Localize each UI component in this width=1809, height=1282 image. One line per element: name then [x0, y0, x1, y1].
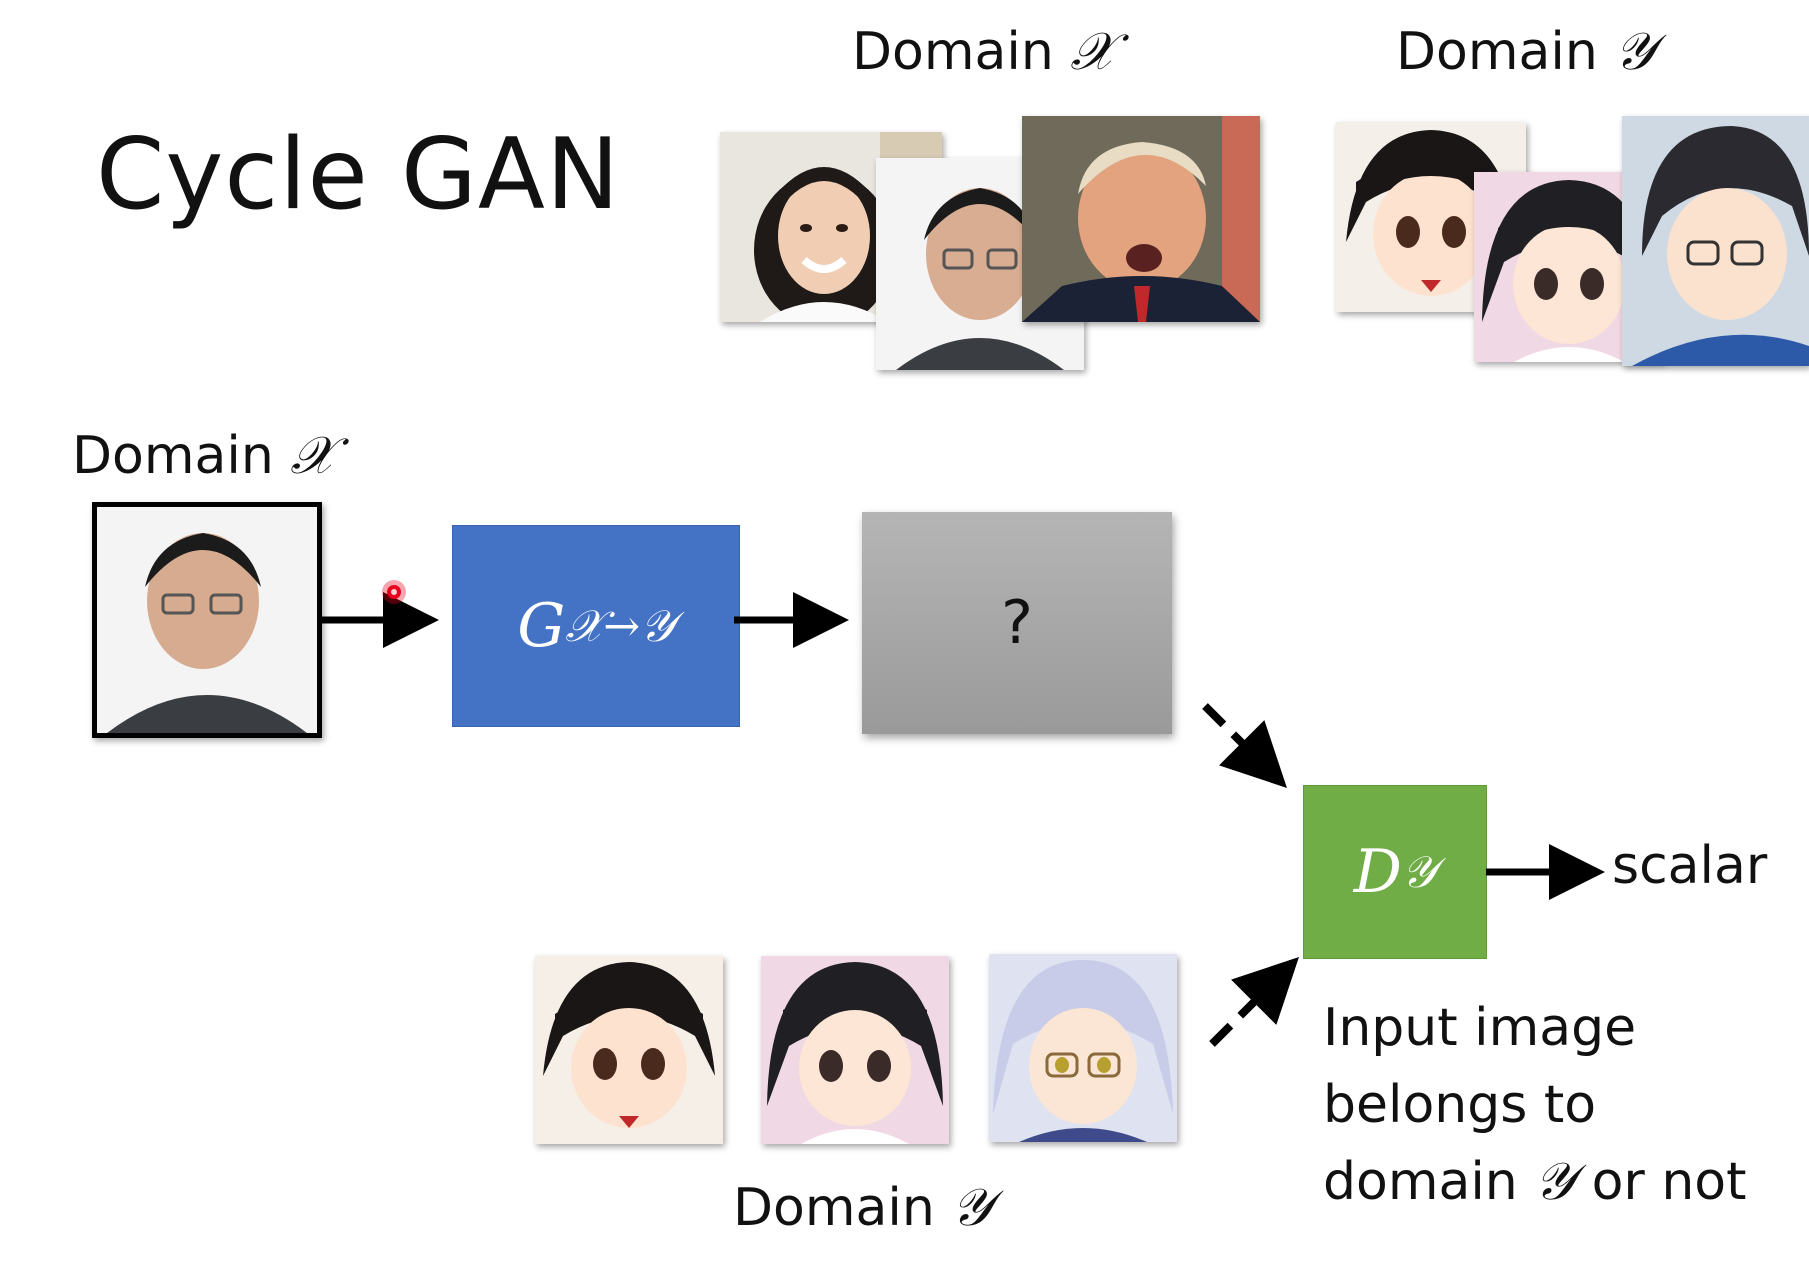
bottom-domain-y-label: Domain 𝒴 [733, 1178, 992, 1239]
top-domain-x-word: Domain [852, 22, 1054, 82]
pointer-dot-icon [382, 580, 406, 604]
top-domain-x-label: Domain 𝒳 [852, 22, 1115, 83]
discriminator-base: D [1353, 837, 1402, 907]
input-domain-word: Domain [72, 426, 274, 486]
top-domain-y-word: Domain [1396, 22, 1598, 82]
slide-title: Cycle GAN [96, 118, 621, 232]
scalar-label: scalar [1612, 836, 1768, 896]
input-photo [92, 502, 322, 738]
generated-output-box: ? [862, 512, 1172, 734]
discriminator-subscript: 𝒴 [1401, 846, 1437, 898]
caption-line-3: domain 𝒴 or not [1323, 1144, 1746, 1221]
unknown-output-mark: ? [1001, 588, 1033, 658]
bottom-domain-y-symbol: 𝒴 [951, 1178, 993, 1238]
domain-x-photo-politician [1022, 116, 1260, 322]
bottom-anime-3 [989, 954, 1177, 1142]
input-domain-label: Domain 𝒳 [72, 426, 335, 487]
arrow-domain-y-to-discriminator [1209, 957, 1299, 1047]
bottom-anime-2 [761, 956, 949, 1144]
bottom-domain-y-word: Domain [733, 1178, 935, 1238]
caption-line-2: belongs to [1323, 1075, 1597, 1135]
caption-line-1: Input image [1323, 998, 1637, 1058]
generator-subscript: 𝒳→𝒴 [565, 600, 675, 652]
discriminator-caption: Input image belongs to domain 𝒴 or not [1323, 990, 1746, 1221]
top-domain-x-symbol: 𝒳 [1070, 22, 1116, 82]
input-domain-symbol: 𝒳 [290, 426, 336, 486]
caption-end: or not [1591, 1152, 1747, 1212]
caption-symbol: 𝒴 [1534, 1152, 1576, 1212]
top-domain-y-label: Domain 𝒴 [1396, 22, 1655, 83]
generator-base: G [517, 591, 566, 661]
domain-y-photo-anime-3 [1622, 116, 1809, 366]
caption-line-3-word: domain [1323, 1152, 1518, 1212]
top-domain-y-symbol: 𝒴 [1614, 22, 1656, 82]
arrow-output-to-discriminator [1202, 703, 1287, 788]
bottom-anime-1 [535, 956, 723, 1144]
